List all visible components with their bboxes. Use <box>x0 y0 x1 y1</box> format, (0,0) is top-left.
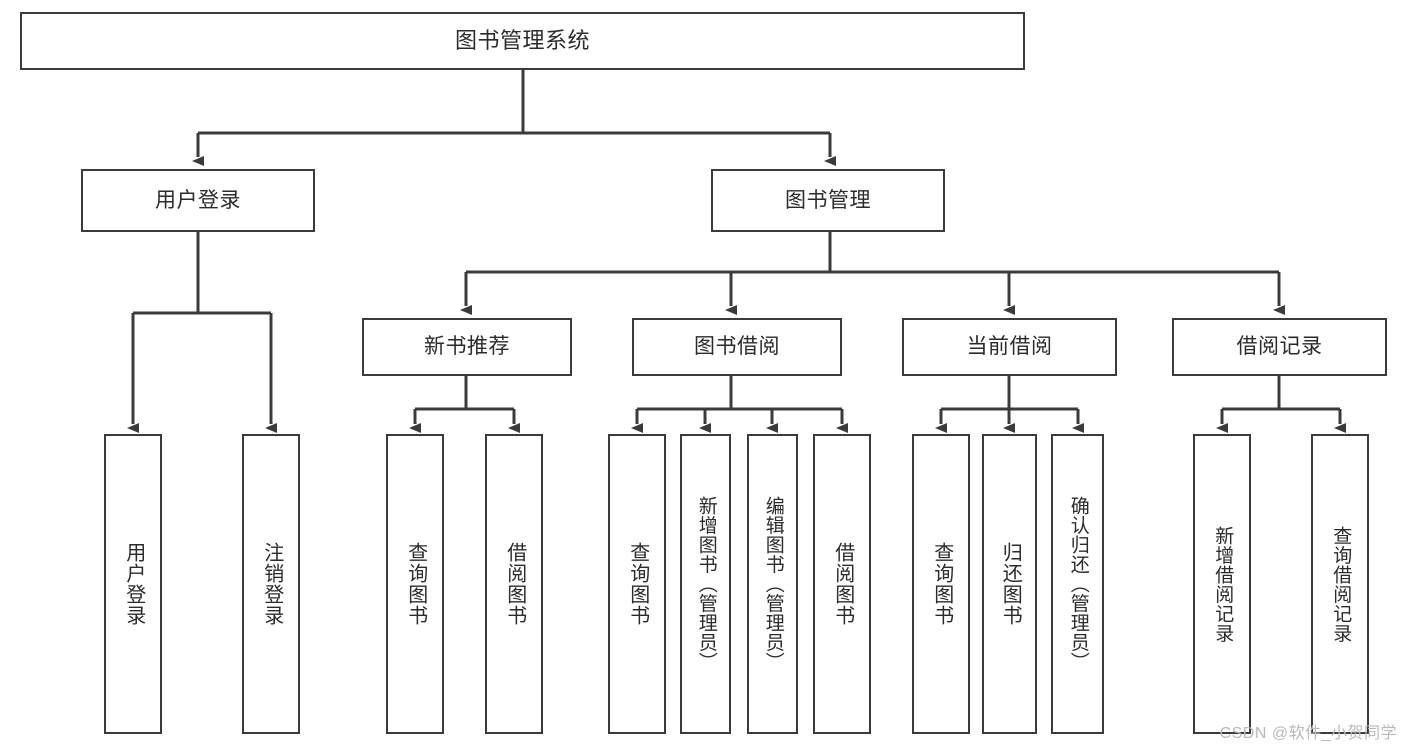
leaf-label: 借阅图书 <box>831 542 854 626</box>
leaf-label: 查询借阅记录 <box>1330 525 1352 643</box>
node-borrow-record[interactable]: 借阅记录 <box>1172 318 1387 376</box>
leaf-label: 新增图书（管理员） <box>695 496 717 672</box>
node-book-management[interactable]: 图书管理 <box>711 169 945 232</box>
node-new-book-recommend[interactable]: 新书推荐 <box>362 318 572 376</box>
leaf-book-borrow-edit-book-admin[interactable]: 编辑图书（管理员） <box>747 434 798 734</box>
node-root-system[interactable]: 图书管理系统 <box>20 12 1025 70</box>
leaf-user-login-logout[interactable]: 注销登录 <box>242 434 300 734</box>
leaf-new-book-query-book[interactable]: 查询图书 <box>386 434 444 734</box>
csdn-watermark: CSDN @软件_小贺同学 <box>1219 725 1397 742</box>
leaf-label: 查询图书 <box>404 542 427 626</box>
leaf-label: 用户登录 <box>122 542 145 626</box>
leaf-borrow-record-add-record[interactable]: 新增借阅记录 <box>1193 434 1251 734</box>
leaf-label: 新增借阅记录 <box>1212 525 1234 643</box>
leaf-label: 归还图书 <box>999 542 1022 626</box>
node-book-borrow[interactable]: 图书借阅 <box>632 318 842 376</box>
leaf-new-book-borrow-book[interactable]: 借阅图书 <box>485 434 543 734</box>
leaf-book-borrow-add-book-admin[interactable]: 新增图书（管理员） <box>680 434 731 734</box>
leaf-current-borrow-return-book[interactable]: 归还图书 <box>982 434 1037 734</box>
leaf-label: 确认归还（管理员） <box>1067 496 1089 672</box>
leaf-label: 查询图书 <box>626 542 649 626</box>
leaf-label: 借阅图书 <box>503 542 526 626</box>
leaf-label: 查询图书 <box>930 542 953 626</box>
leaf-book-borrow-query-book[interactable]: 查询图书 <box>608 434 666 734</box>
leaf-user-login-login[interactable]: 用户登录 <box>104 434 162 734</box>
leaf-borrow-record-query-record[interactable]: 查询借阅记录 <box>1311 434 1369 734</box>
node-current-borrow[interactable]: 当前借阅 <box>902 318 1117 376</box>
leaf-current-borrow-query-book[interactable]: 查询图书 <box>912 434 970 734</box>
leaf-book-borrow-borrow-book[interactable]: 借阅图书 <box>813 434 871 734</box>
leaf-current-borrow-confirm-return-admin[interactable]: 确认归还（管理员） <box>1051 434 1104 734</box>
node-user-login[interactable]: 用户登录 <box>81 169 315 232</box>
leaf-label: 编辑图书（管理员） <box>762 496 784 672</box>
leaf-label: 注销登录 <box>260 542 283 626</box>
